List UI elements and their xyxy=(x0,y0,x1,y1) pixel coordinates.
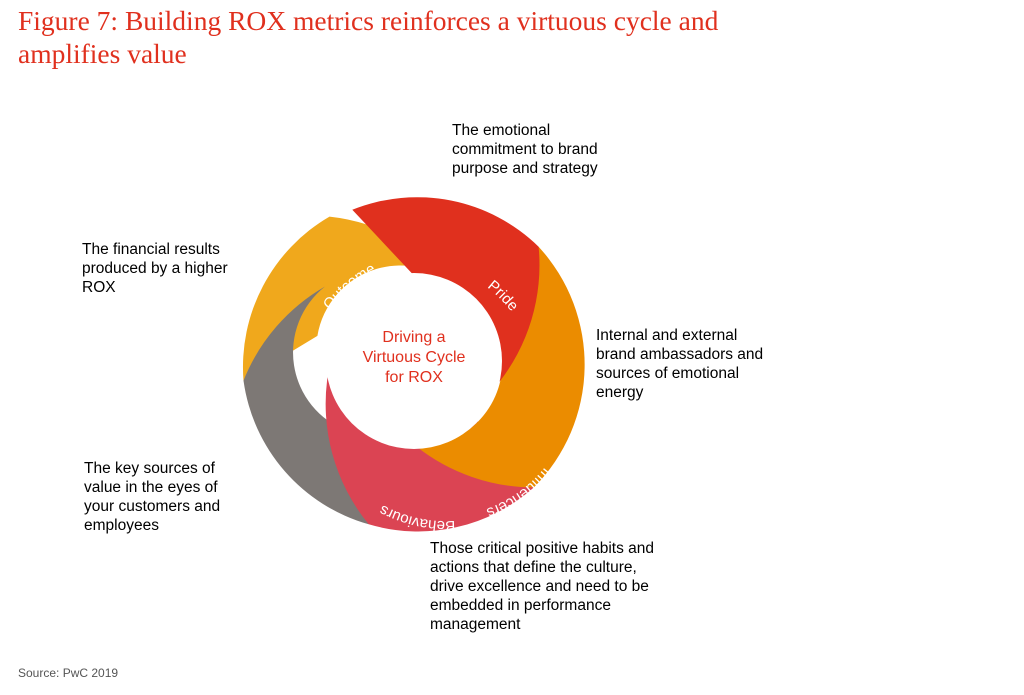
center-hub xyxy=(326,273,502,449)
influencers-description-line: sources of emotional xyxy=(596,365,740,382)
pride-segment xyxy=(352,197,540,385)
value-drivers-description: The key sources of value in the eyes of … xyxy=(84,459,220,535)
influencers-description: Internal and external brand ambassadors … xyxy=(596,326,763,402)
influencers-description-line: energy xyxy=(596,384,644,401)
pride-description: The emotional commitment to brand purpos… xyxy=(452,121,598,178)
center-label-line-1: Driving a xyxy=(382,329,445,346)
source-note: Source: PwC 2019 xyxy=(18,666,119,680)
center-label-line-2: Virtuous Cycle xyxy=(363,349,466,366)
behaviours-description-line: Those critical positive habits and xyxy=(430,540,655,557)
figure-title: Figure 7: Building ROX metrics reinforce… xyxy=(18,4,878,70)
outcome-description: The financial results produced by a high… xyxy=(82,240,228,297)
behaviours-description-line: embedded in performance xyxy=(430,597,611,614)
pride-description-line: purpose and strategy xyxy=(452,160,598,177)
figure-title-line-2: amplifies value xyxy=(18,38,187,69)
value-drivers-description-line: employees xyxy=(84,517,159,534)
figure-title-line-1: Figure 7: Building ROX metrics reinforce… xyxy=(18,5,719,36)
influencers-description-line: brand ambassadors and xyxy=(596,346,764,363)
outcome-description-line: The financial results xyxy=(82,241,220,258)
value-drivers-description-line: The key sources of xyxy=(84,460,215,477)
outcome-description-line: ROX xyxy=(82,279,116,296)
pride-description-line: commitment to brand xyxy=(452,141,598,158)
pride-description-line: The emotional xyxy=(452,122,551,139)
behaviours-description-line: drive excellence and need to be xyxy=(430,578,649,595)
outcome-description-line: produced by a higher xyxy=(82,260,228,277)
value-drivers-description-line: value in the eyes of xyxy=(84,479,218,496)
behaviours-description: Those critical positive habits and actio… xyxy=(430,539,654,634)
behaviours-description-line: actions that define the culture, xyxy=(430,559,637,576)
center-label-line-3: for ROX xyxy=(385,369,443,386)
influencers-description-line: Internal and external xyxy=(596,327,738,344)
influencers-segment xyxy=(416,246,585,488)
behaviours-description-line: management xyxy=(430,616,521,633)
value-drivers-description-line: your customers and xyxy=(84,498,221,515)
